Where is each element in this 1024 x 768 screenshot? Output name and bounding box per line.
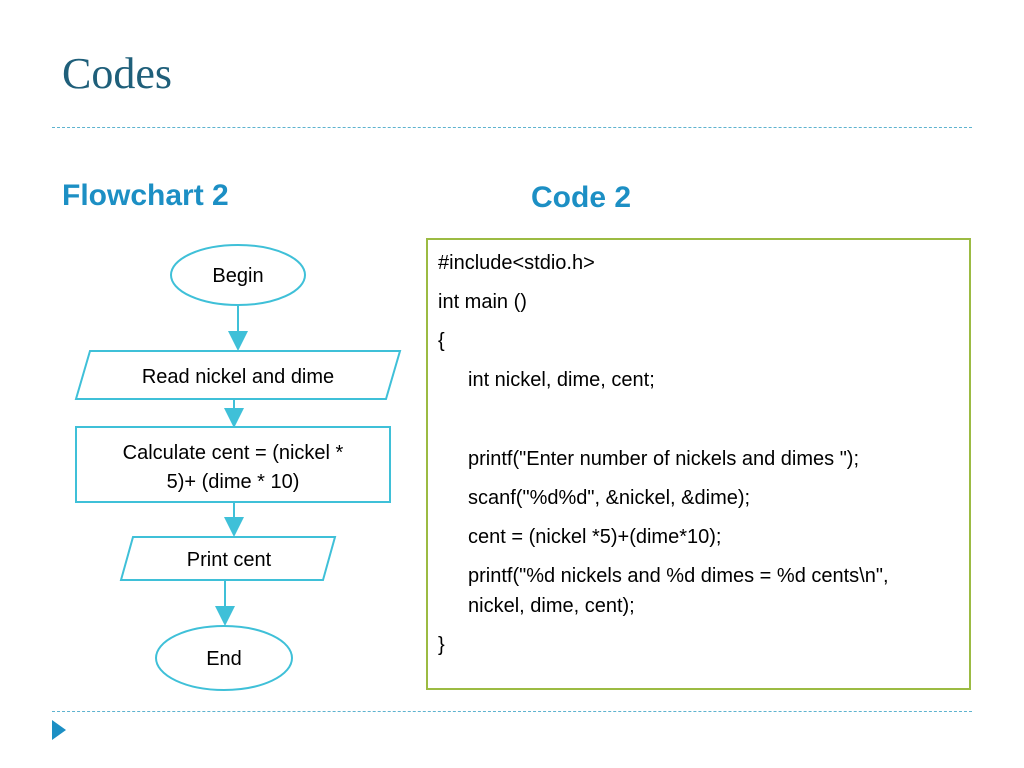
code-line-declare: int nickel, dime, cent; <box>468 369 655 391</box>
triangle-bullet-icon <box>52 720 66 740</box>
input-parallelogram <box>74 350 402 400</box>
process-label-line1: Calculate cent = (nickel * <box>123 442 344 464</box>
bottom-divider <box>52 711 972 712</box>
code-line-include: #include<stdio.h> <box>438 252 595 274</box>
code-line-scanf: scanf("%d%d", &nickel, &dime); <box>468 487 751 509</box>
output-parallelogram <box>119 536 337 581</box>
code-heading: Code 2 <box>531 181 632 214</box>
top-divider <box>52 127 972 128</box>
end-terminator <box>155 625 293 691</box>
flowchart-heading: Flowchart 2 <box>62 179 229 212</box>
code-box: #include<stdio.h> int main () { int nick… <box>426 238 971 690</box>
output-label: Print cent <box>187 549 272 571</box>
code-line-printf-prompt: printf("Enter number of nickels and dime… <box>468 448 860 470</box>
code-line-printf-args: nickel, dime, cent); <box>468 595 635 617</box>
begin-label: Begin <box>212 265 263 287</box>
input-label: Read nickel and dime <box>142 366 334 388</box>
end-label: End <box>206 648 242 670</box>
code-line-printf-result: printf("%d nickels and %d dimes = %d cen… <box>468 565 889 587</box>
code-line-main: int main () <box>438 291 527 313</box>
code-line-compute: cent = (nickel *5)+(dime*10); <box>468 526 722 548</box>
process-label-line2: 5)+ (dime * 10) <box>167 471 300 493</box>
code-line-open-brace: { <box>438 330 445 352</box>
code-line-close-brace: } <box>438 634 445 656</box>
slide-title: Codes <box>62 49 172 98</box>
